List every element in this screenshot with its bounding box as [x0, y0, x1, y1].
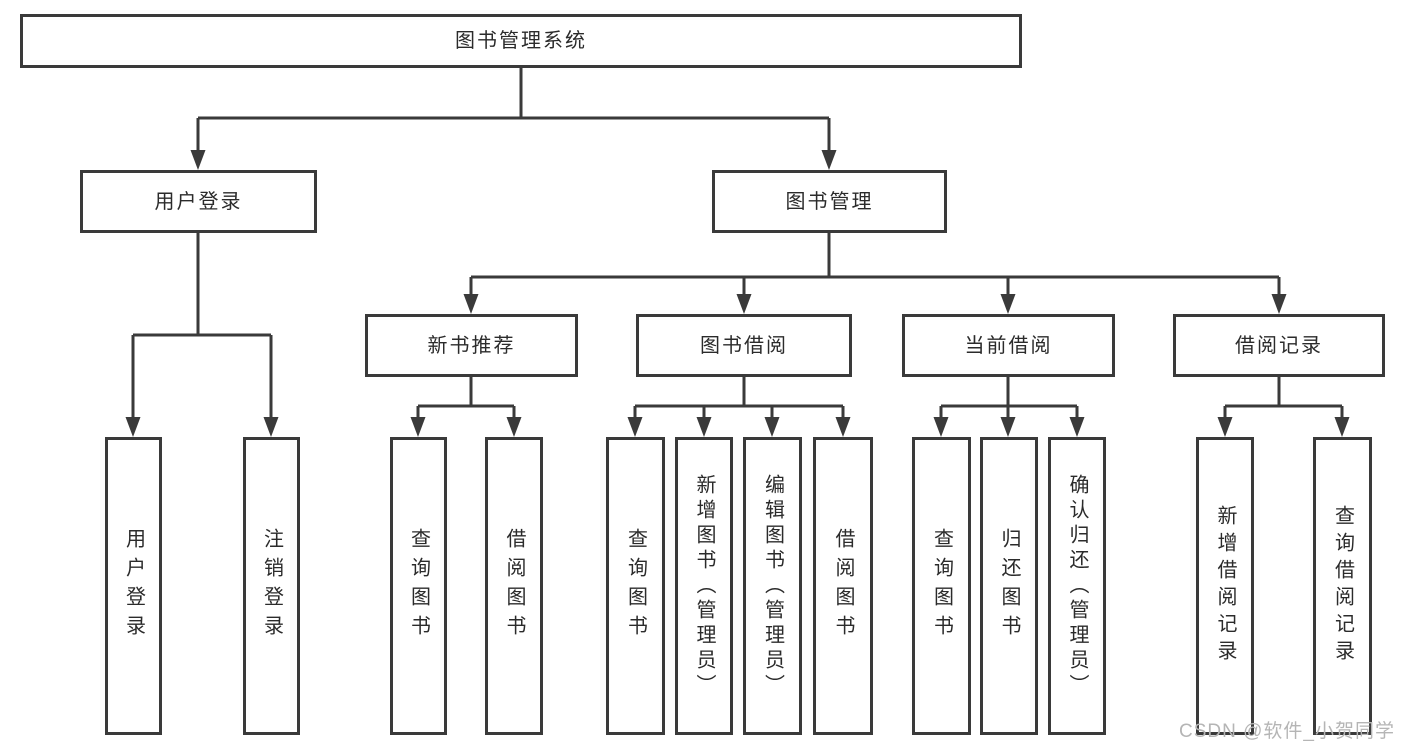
node-new-book-recommend: 新书推荐: [365, 314, 578, 377]
node-user-login: 用户登录: [80, 170, 317, 233]
leaf-return-books: 归还图书: [980, 437, 1038, 735]
leaf-confirm-return-admin: 确认归还（管理员）: [1048, 437, 1106, 735]
leaf-edit-book-admin: 编辑图书（管理员）: [743, 437, 802, 735]
leaf-add-book-admin: 新增图书（管理员）: [675, 437, 733, 735]
leaf-borrow-books-recommend: 借阅图书: [485, 437, 543, 735]
node-root: 图书管理系统: [20, 14, 1022, 68]
leaf-logout-login: 注销登录: [243, 437, 300, 735]
leaf-query-books-current: 查询图书: [912, 437, 971, 735]
leaf-user-login: 用户登录: [105, 437, 162, 735]
leaf-borrow-books-borrowing: 借阅图书: [813, 437, 873, 735]
leaf-query-books-recommend: 查询图书: [390, 437, 447, 735]
node-book-borrowing: 图书借阅: [636, 314, 852, 377]
node-borrowing-records: 借阅记录: [1173, 314, 1385, 377]
node-book-management: 图书管理: [712, 170, 947, 233]
leaf-add-borrow-record: 新增借阅记录: [1196, 437, 1254, 735]
leaf-query-borrow-record: 查询借阅记录: [1313, 437, 1372, 735]
node-current-borrowing: 当前借阅: [902, 314, 1115, 377]
watermark: CSDN @软件_小贺同学: [1179, 721, 1395, 742]
leaf-query-books-borrowing: 查询图书: [606, 437, 665, 735]
